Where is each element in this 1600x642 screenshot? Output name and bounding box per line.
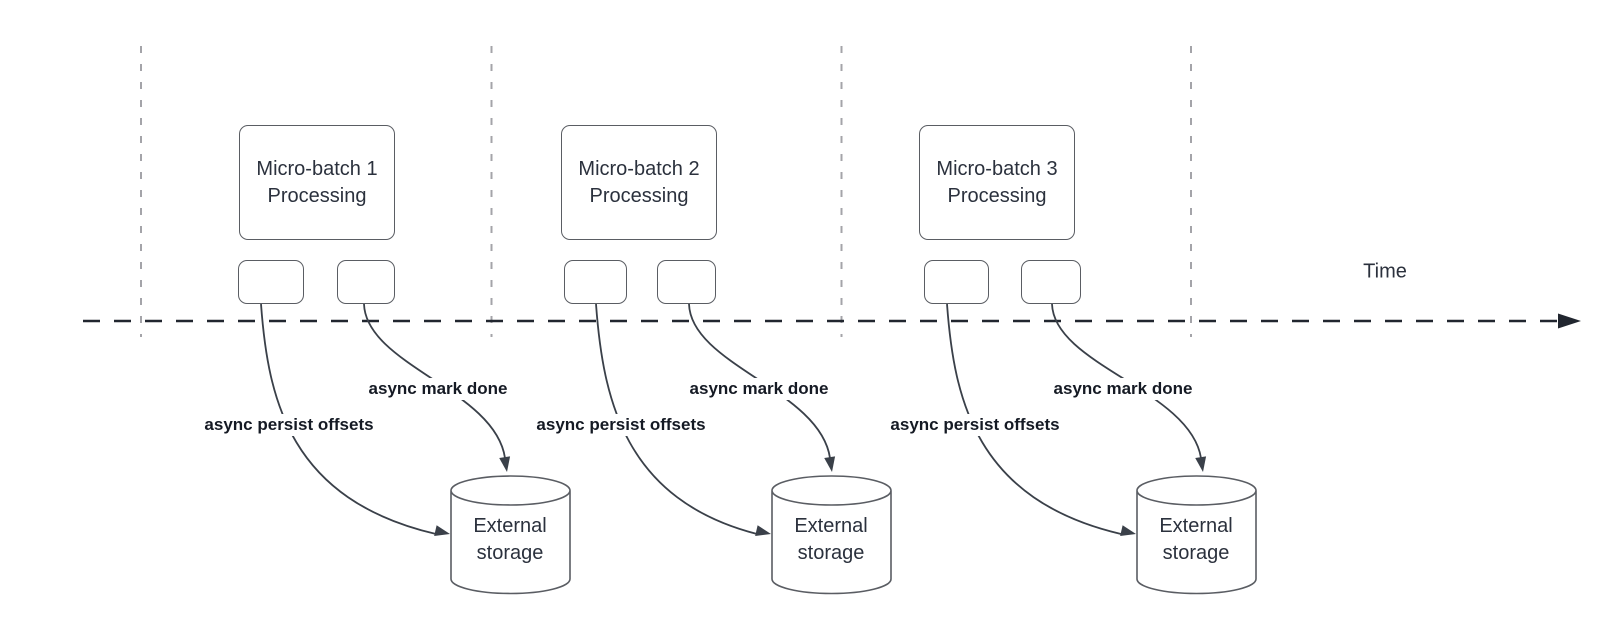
persist-offsets-arrow-2 bbox=[595, 303, 758, 535]
mark-done-arrowhead-icon-3 bbox=[1195, 456, 1207, 472]
mark-done-arrowhead-icon-1 bbox=[499, 456, 511, 472]
persist-offsets-task-box-2 bbox=[564, 260, 627, 304]
micro-batch-3-box: Micro-batch 3 Processing bbox=[919, 125, 1075, 240]
external-storage-cylinder-2 bbox=[771, 475, 892, 595]
persist-offsets-arrowhead-icon-1 bbox=[434, 525, 450, 536]
external-storage-label-3: External storage bbox=[1159, 515, 1233, 564]
persist-offsets-task-box-1 bbox=[238, 260, 304, 304]
mark-done-task-box-1 bbox=[337, 260, 395, 304]
persist-offsets-arrowhead-icon-3 bbox=[1120, 525, 1136, 536]
external-storage-cylinder-1 bbox=[450, 475, 571, 595]
mark-done-label-1: async mark done bbox=[364, 378, 512, 400]
external-storage-label-1: External storage bbox=[473, 515, 547, 564]
external-storage-cylinder-3 bbox=[1136, 475, 1257, 595]
persist-offsets-arrow-3 bbox=[946, 303, 1122, 535]
time-axis-arrowhead-icon bbox=[1558, 313, 1581, 329]
mark-done-label-3: async mark done bbox=[1049, 378, 1197, 400]
external-storage-label-2: External storage bbox=[794, 515, 868, 564]
micro-batch-1-box: Micro-batch 1 Processing bbox=[239, 125, 395, 240]
persist-offsets-arrow-1 bbox=[260, 303, 437, 535]
time-axis-label: Time bbox=[1363, 260, 1407, 283]
persist-offsets-label-2: async persist offsets bbox=[532, 414, 710, 436]
mark-done-arrowhead-icon-2 bbox=[824, 456, 836, 472]
persist-offsets-label-3: async persist offsets bbox=[886, 414, 1064, 436]
mark-done-task-box-2 bbox=[657, 260, 716, 304]
mark-done-task-box-3 bbox=[1021, 260, 1081, 304]
persist-offsets-arrowhead-icon-2 bbox=[755, 525, 771, 536]
persist-offsets-label-1: async persist offsets bbox=[200, 414, 378, 436]
mark-done-label-2: async mark done bbox=[685, 378, 833, 400]
persist-offsets-task-box-3 bbox=[924, 260, 989, 304]
micro-batch-2-box: Micro-batch 2 Processing bbox=[561, 125, 717, 240]
